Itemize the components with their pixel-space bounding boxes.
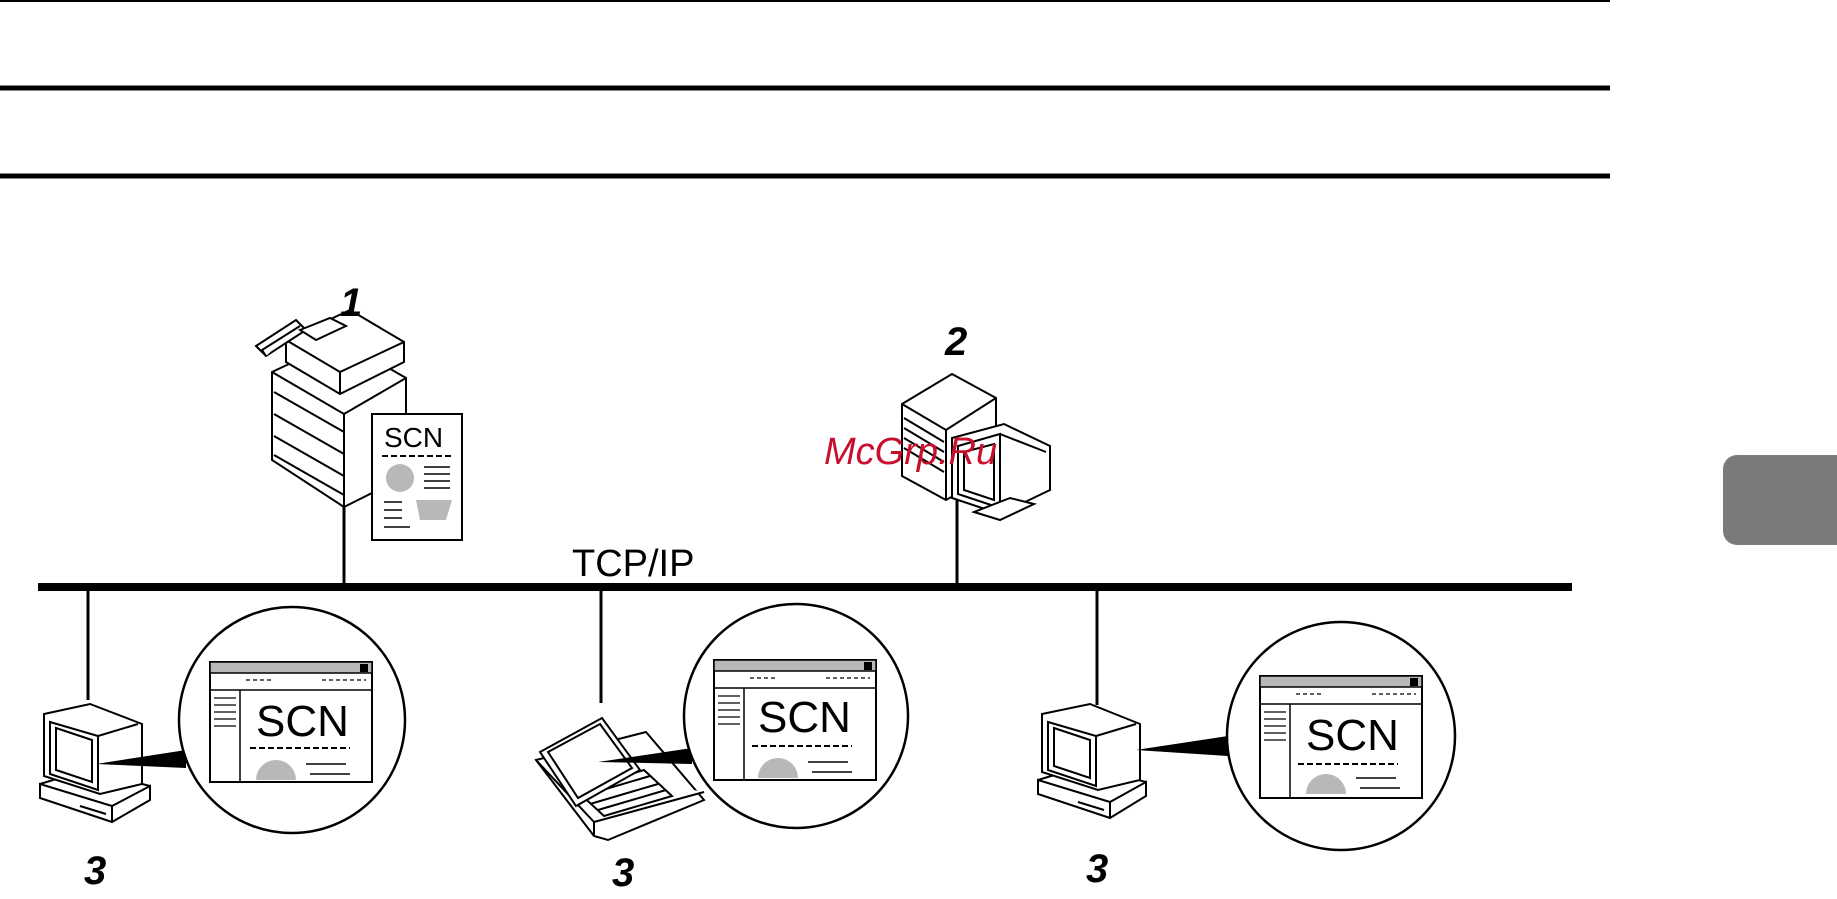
- client-right-screen-label: SCN: [1306, 711, 1399, 760]
- client-left-number: 3: [84, 849, 106, 893]
- client-right-number: 3: [1086, 847, 1108, 891]
- client-mid-laptop: [536, 718, 704, 840]
- scanner-number: 1: [340, 281, 362, 325]
- client-left-zoom: SCN: [179, 607, 405, 833]
- client-right-zoom: SCN: [1227, 622, 1455, 850]
- client-left-screen-label: SCN: [256, 697, 349, 746]
- client-mid-number: 3: [612, 851, 634, 895]
- server-number: 2: [944, 320, 967, 364]
- chapter-tab: [1723, 455, 1837, 545]
- server-watermark: McGrp.Ru: [824, 431, 997, 473]
- scanned-document-label: SCN: [384, 422, 443, 453]
- zoom-beam-right: [1136, 736, 1228, 756]
- client-mid-zoom: SCN: [684, 604, 908, 828]
- client-mid-screen-label: SCN: [758, 693, 851, 742]
- network-label: TCP/IP: [572, 543, 694, 585]
- client-right-computer: [1038, 704, 1146, 818]
- scanned-document-icon: SCN: [372, 414, 462, 540]
